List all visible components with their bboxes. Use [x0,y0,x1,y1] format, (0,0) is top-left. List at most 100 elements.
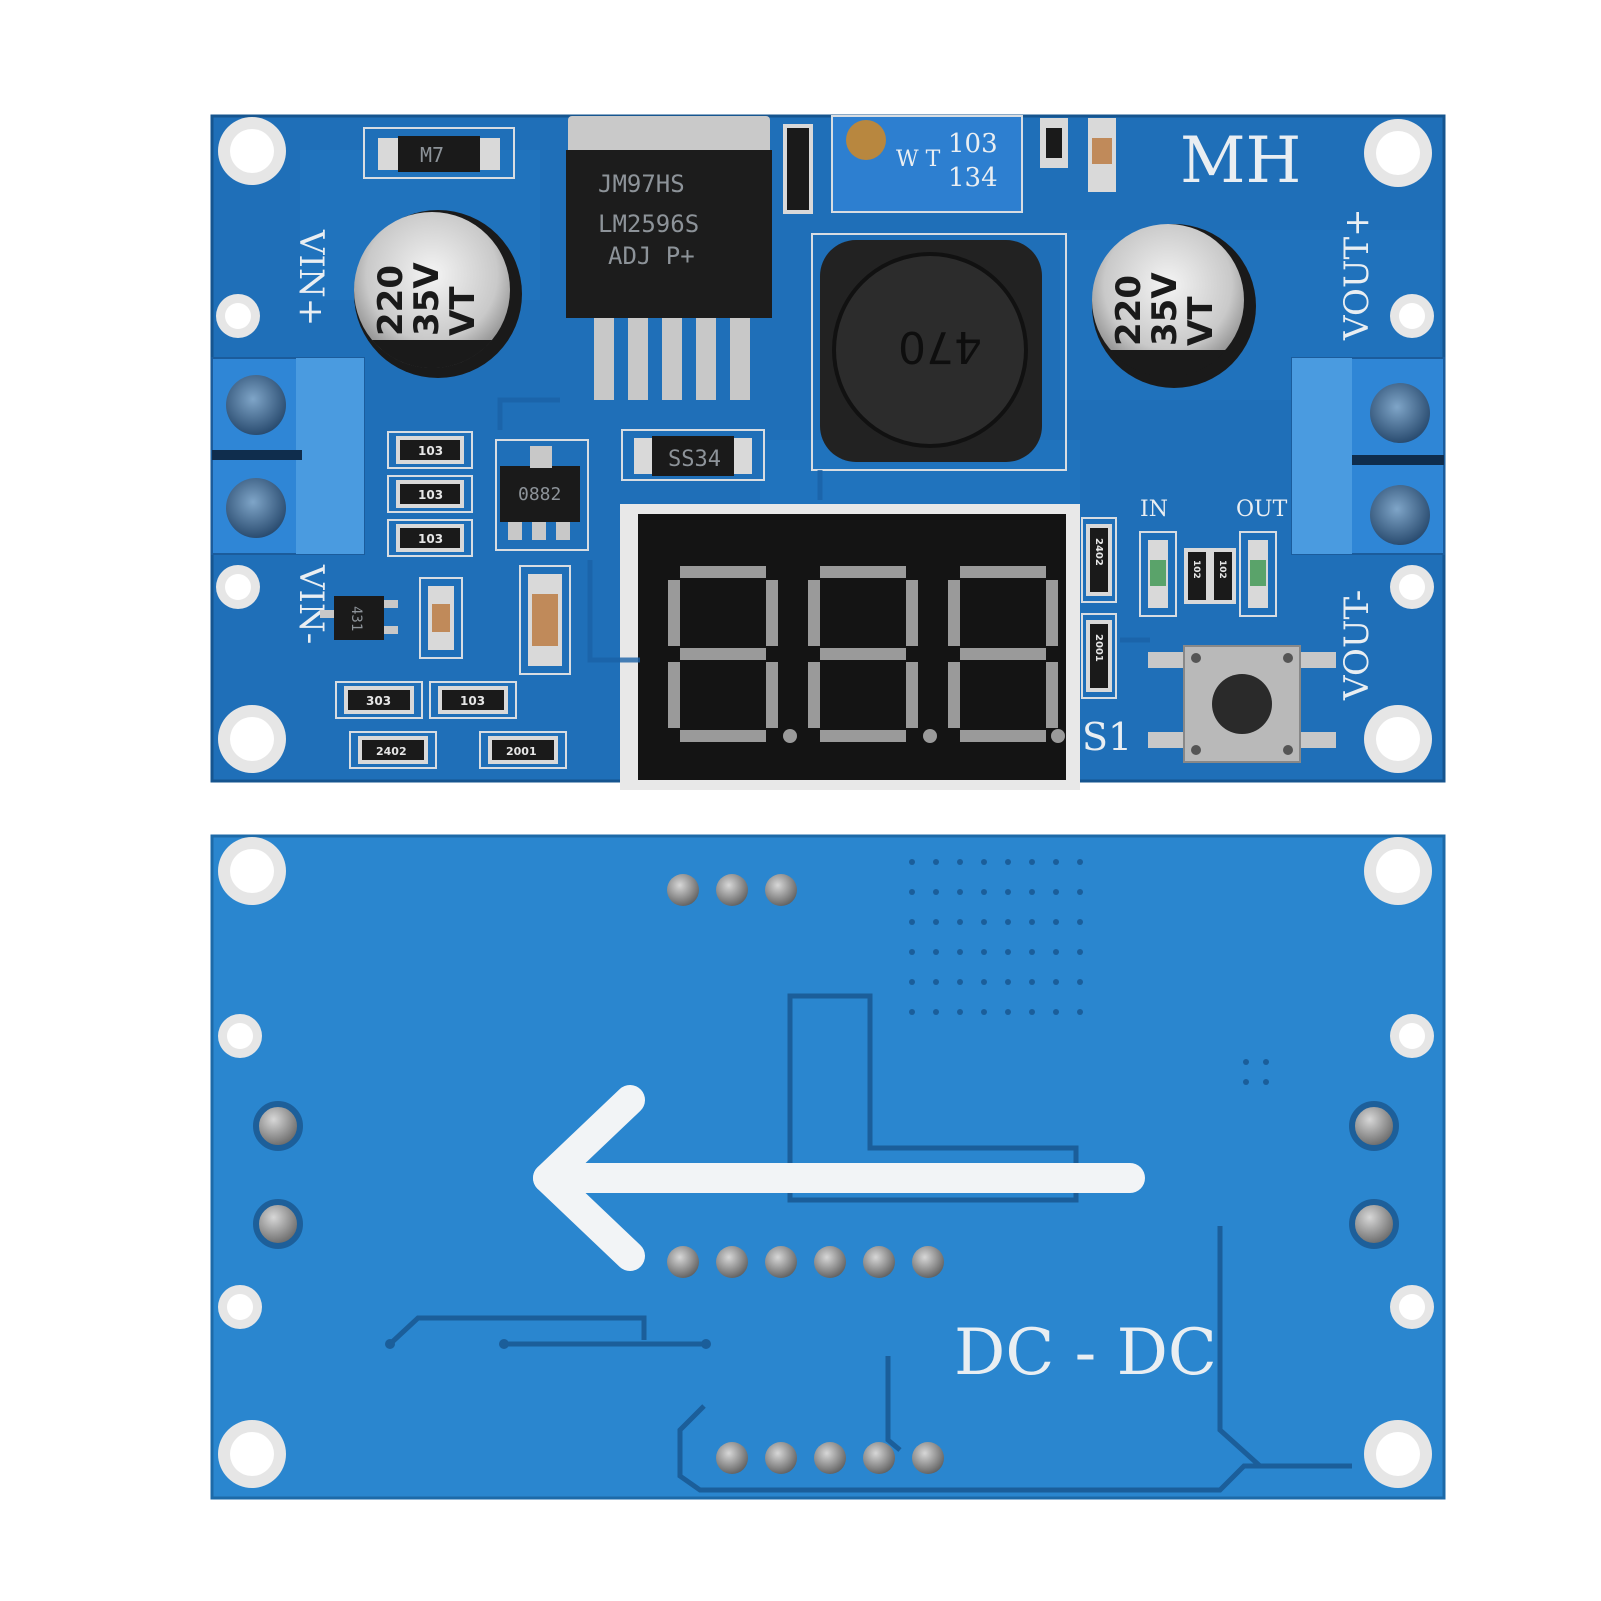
bottom-board: DC - DC [210,834,1446,1500]
dc-dc-label: DC - DC [954,1316,1217,1390]
regulator-line1: JM97HS [598,170,685,198]
resistor: 103 [387,431,473,469]
mounting-hole [1364,119,1432,187]
small-ic: 431 [320,596,398,640]
solder-pad [1349,1199,1399,1249]
button-cap-icon[interactable] [1212,674,1272,734]
capacitor-right: 220 35V VT [1092,224,1256,388]
resistor-text: 2402 [376,745,407,758]
resistor: 2001 [1081,613,1117,699]
transistor: 0882 [495,439,589,551]
digit-2 [808,566,937,743]
solder-pad [253,1101,303,1151]
output-terminal-block [1291,357,1445,555]
mounting-hole [218,1420,286,1488]
mounting-hole [216,294,260,338]
mounting-hole [218,1014,262,1058]
tactile-switch[interactable] [1148,645,1336,763]
screw-icon [1370,383,1430,443]
inductor: 470 [811,233,1067,471]
screw-icon [226,375,286,435]
mounting-hole [218,1285,262,1329]
cap-right-line3: VT [1181,296,1221,346]
mounting-hole [218,837,286,905]
mounting-hole [218,117,286,185]
resistor: 2001 [479,731,567,769]
trimmer-line1: 103 [948,129,998,159]
resistor-text: 2001 [506,745,537,758]
cap-left-line2: 35V [407,262,447,336]
vout-minus-label: VOUT- [1337,590,1377,701]
capacitor-left: 220 35V VT [354,210,522,378]
resistor: 102 [1184,548,1210,604]
in-led [1139,531,1177,617]
out-led [1239,531,1277,617]
regulator-line3: ADJ P+ [608,242,695,270]
diode-m7: M7 [363,127,515,179]
digit-1 [668,566,797,743]
mounting-hole [1364,705,1432,773]
capacitor-smd [1088,118,1116,192]
resistor-text: 2402 [1093,538,1104,566]
resistor-text: 103 [418,532,443,546]
screw-icon [226,478,286,538]
trimmer-marks: W T [896,147,941,172]
resistor: 102 [1210,548,1236,604]
resistor-text: 103 [418,488,443,502]
mounting-hole [1364,837,1432,905]
pad-row-bottom [716,1442,944,1474]
trimmer-line2: 134 [948,163,998,193]
cap-left-line3: VT [443,286,483,336]
vin-minus-label: VIN- [291,564,331,644]
adjust-screw-icon[interactable] [846,120,886,160]
schottky-text: SS34 [668,447,721,472]
capacitor-smd [1040,118,1068,168]
top-board: VIN+ VIN- VOUT+ VOUT- MH IN OUT S1 M7 JM… [210,114,1446,790]
capacitor-smd [519,565,571,675]
regulator-line2: LM2596S [598,210,699,238]
pad-row-middle [667,1246,944,1278]
resistor-text: 103 [418,444,443,458]
resistor: 303 [335,681,423,719]
inductor-text: 470 [898,321,982,372]
digit-3 [948,566,1065,743]
out-led-label: OUT [1236,497,1288,522]
diode-m7-text: M7 [420,143,444,167]
cap-right-line1: 220 [1109,275,1149,346]
switch-label: S1 [1082,715,1132,759]
resistor: 103 [387,475,473,513]
regulator-ic: JM97HS LM2596S ADJ P+ [566,116,772,400]
vin-plus-label: VIN+ [291,229,331,326]
pad-row-top [667,874,797,906]
in-led-label: IN [1140,497,1168,522]
mounting-hole [216,565,260,609]
arrow-left-icon [533,1085,1145,1271]
seven-segment-display [620,504,1080,790]
trimmer-potentiometer[interactable]: 103 134 W T [831,115,1023,213]
transistor-text: 0882 [518,484,561,505]
mounting-hole [1390,1285,1434,1329]
mounting-hole [1390,294,1434,338]
input-terminal-block [211,357,365,555]
screw-icon [1370,485,1430,545]
cap-right-line2: 35V [1145,272,1185,346]
brand-label: MH [1180,124,1301,198]
mounting-hole [218,705,286,773]
vout-plus-label: VOUT+ [1337,208,1377,341]
mounting-hole [1390,565,1434,609]
via-grid [909,859,1269,1085]
resistor-text: 103 [460,694,485,708]
mounting-hole [1390,1014,1434,1058]
resistor: 2402 [349,731,437,769]
resistor: 103 [429,681,517,719]
resistor-text: 102 [1191,560,1201,579]
solder-pad [253,1199,303,1249]
resistor: 103 [387,519,473,557]
resistor-text: 2001 [1093,634,1104,662]
solder-pad [1349,1101,1399,1151]
small-ic-text: 431 [348,606,364,631]
capacitor-smd [419,577,463,659]
resistor [783,124,813,214]
trace-lines [388,993,1352,1493]
